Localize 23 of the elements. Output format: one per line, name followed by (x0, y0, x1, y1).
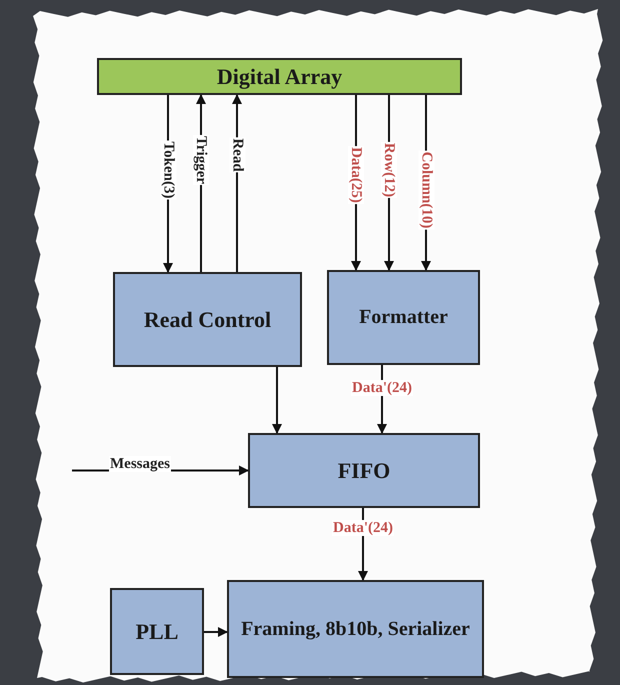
edge-label: Row(12) (381, 142, 398, 198)
edge-label: Data'(24) (332, 520, 394, 536)
arrow (204, 627, 228, 637)
edge-label: Trigger (193, 134, 210, 186)
box-label: Framing, 8b10b, Serializer (240, 616, 471, 642)
edge-label: Messages (109, 456, 171, 472)
edge-label: Token(3) (160, 140, 176, 200)
box-label: PLL (134, 618, 180, 646)
edge-label: Data'(24) (351, 380, 413, 396)
box-label: FIFO (336, 456, 392, 484)
arrow (272, 367, 282, 434)
edge-label: Read (229, 137, 246, 173)
box-label: Digital Array (216, 62, 344, 90)
box-label: Formatter (358, 305, 449, 330)
process-box (227, 580, 484, 678)
edge-label: Column(10) (418, 150, 434, 230)
box-label: Read Control (142, 306, 272, 334)
process-box (113, 272, 302, 367)
array-bar (97, 58, 462, 95)
process-box (110, 588, 204, 675)
edge-label: Data(25) (348, 146, 364, 204)
process-box (327, 270, 480, 365)
process-box (248, 433, 480, 508)
